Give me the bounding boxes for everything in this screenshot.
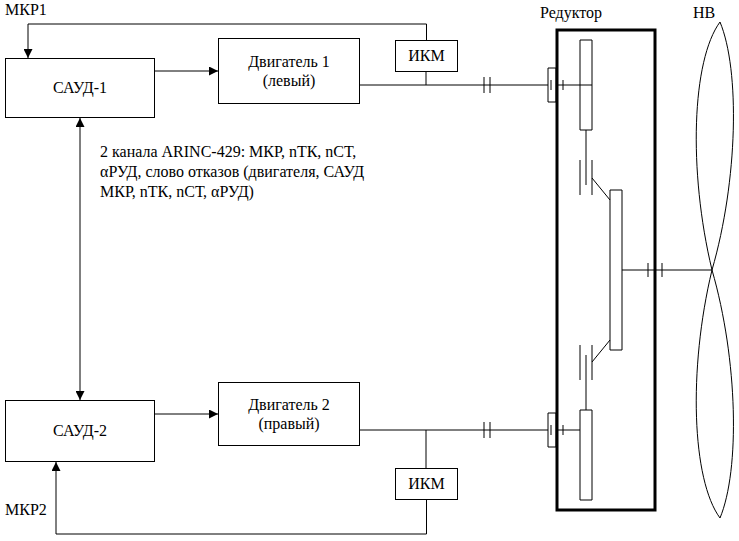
sensor-box: ИКМ xyxy=(395,40,458,72)
bearing xyxy=(551,425,552,435)
coupling xyxy=(490,77,491,93)
main-gear xyxy=(610,190,622,350)
signal-label: MКР1 xyxy=(5,0,65,20)
bearing xyxy=(551,80,552,90)
controller-box: САУД-2 xyxy=(5,400,155,462)
engine-box: Двигатель 1 (левый) xyxy=(218,38,360,104)
sensor-link xyxy=(426,430,427,468)
gear xyxy=(580,40,592,130)
pinion xyxy=(548,68,556,102)
shaft xyxy=(360,85,548,86)
coupling xyxy=(484,77,485,93)
node-text: Двигатель 1 (левый) xyxy=(239,52,339,90)
bearing xyxy=(648,263,649,277)
gearbox-label: Редуктор xyxy=(540,3,630,23)
shaft xyxy=(586,130,587,185)
shaft xyxy=(586,355,587,410)
gear xyxy=(580,410,592,500)
sensor-link xyxy=(426,72,427,85)
node-text: САУД-2 xyxy=(53,421,107,440)
gear xyxy=(580,160,592,195)
signal-label: MКР2 xyxy=(5,500,51,520)
controller-box: САУД-1 xyxy=(5,58,155,118)
node-text: ИКМ xyxy=(408,46,444,65)
rotor-blade xyxy=(696,22,733,270)
pinion xyxy=(548,413,556,447)
signal-label: 2 канала ARINC-429: MКР, nТК, nСТ, αРУД,… xyxy=(100,142,370,202)
node-text: САУД-1 xyxy=(53,78,107,97)
gear-mesh xyxy=(592,340,610,362)
connector xyxy=(155,414,218,415)
coupling xyxy=(490,422,491,438)
coupling xyxy=(484,422,485,438)
gear-mesh xyxy=(592,178,610,200)
engine-box: Двигатель 2 (правый) xyxy=(218,382,360,446)
sensor-box: ИКМ xyxy=(395,468,458,500)
bearing xyxy=(662,263,663,277)
shaft xyxy=(556,430,580,431)
connector xyxy=(80,118,81,400)
shaft xyxy=(360,430,548,431)
shaft xyxy=(556,85,592,86)
rotor-shaft xyxy=(622,270,712,271)
connector xyxy=(56,462,427,534)
connector xyxy=(155,71,218,72)
node-text: Двигатель 2 (правый) xyxy=(239,395,339,433)
node-text: ИКМ xyxy=(408,474,444,493)
rotor-blade xyxy=(696,270,733,518)
rotor-label: НВ xyxy=(693,3,733,23)
